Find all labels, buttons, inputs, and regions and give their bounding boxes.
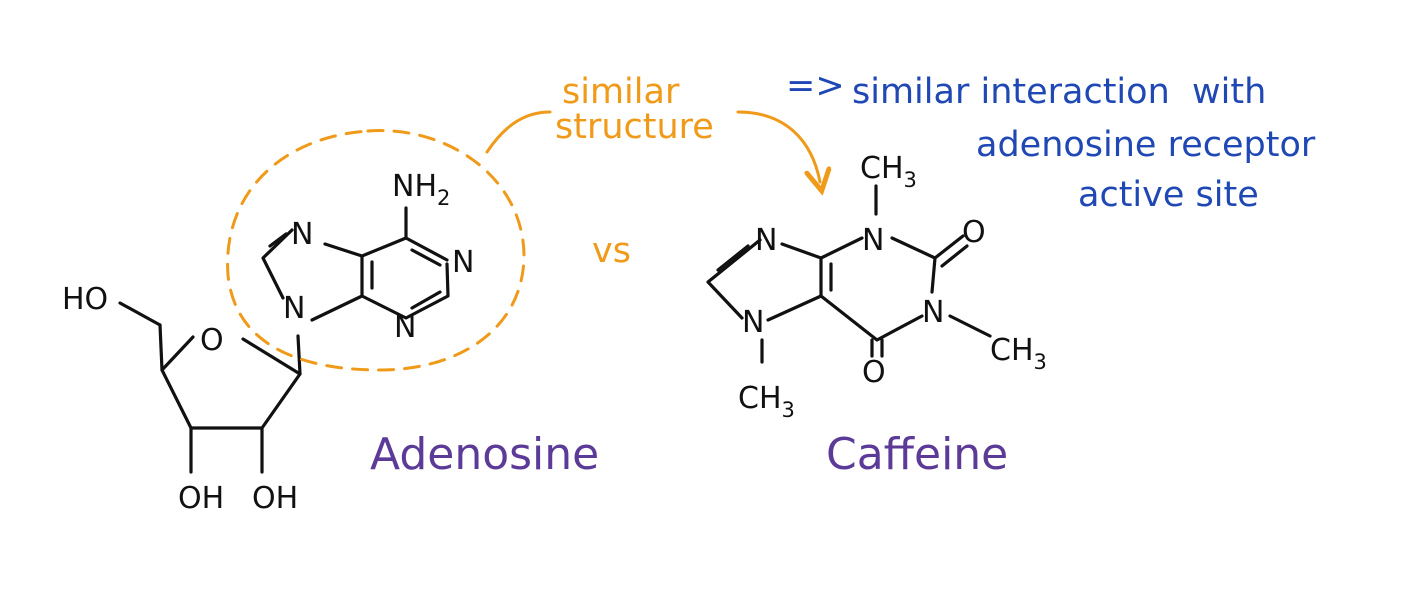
adenosine-n-left: N	[283, 291, 305, 326]
adenosine-nh2-label: NH2	[392, 169, 450, 210]
ribose-bond-ch2	[158, 323, 164, 372]
ribose-bond-ho	[118, 301, 162, 327]
double-bond-imidazole	[268, 232, 288, 248]
adenosine-n-bottom: N	[394, 310, 416, 345]
conclusion-line-2: adenosine receptor	[976, 125, 1316, 165]
caffeine-carbonyl-top-2	[940, 244, 969, 268]
caffeine-o-bottom: O	[862, 355, 886, 390]
caffeine-n-bottom-left: N	[742, 305, 764, 340]
curved-arrow-right	[736, 110, 820, 182]
double-bond-c6n1	[410, 248, 442, 267]
caffeine-ch3-right: CH3	[990, 333, 1047, 374]
double-bond-c2n3	[410, 290, 442, 310]
caffeine-name: Caffeine	[826, 429, 1008, 480]
caffeine-ch3-top: CH3	[860, 151, 917, 192]
adenosine-structure: NH2 N N N N O HO OH OH	[62, 169, 474, 516]
adenine-ring-bonds	[310, 206, 450, 322]
caffeine-double-bond-imidazole	[716, 244, 750, 272]
similar-label: similar	[562, 72, 680, 112]
caffeine-o-top: O	[962, 215, 986, 250]
glycosidic-bond	[296, 334, 302, 376]
caffeine-five-ring-bonds	[706, 238, 823, 322]
caffeine-structure: N N N N O O CH3 CH3 CH3	[706, 151, 1047, 422]
conclusion-line-3: active site	[1078, 175, 1259, 215]
adenosine-n-right: N	[452, 245, 474, 280]
adenosine-oh-2: OH	[252, 481, 298, 516]
implies-arrow-icon: =>	[786, 66, 845, 106]
caffeine-ch3-bottom: CH3	[738, 381, 795, 422]
adenosine-ring-o: O	[200, 323, 224, 358]
caffeine-n-top-right: N	[862, 223, 884, 258]
conclusion-line-1: similar interaction with	[852, 72, 1266, 112]
caffeine-n-right: N	[922, 295, 944, 330]
adenosine-name: Adenosine	[370, 429, 599, 480]
caffeine-methyl-bond-right	[948, 314, 992, 338]
caffeine-n-top-left: N	[755, 223, 777, 258]
structure-label: structure	[555, 107, 714, 147]
adenosine-oh-1: OH	[178, 481, 224, 516]
ribose-ring-bonds	[160, 335, 302, 430]
adenosine-n-top: N	[291, 217, 313, 252]
adenine-highlight-circle	[226, 129, 526, 372]
adenosine-ho: HO	[62, 282, 108, 317]
vs-label: vs	[592, 231, 631, 271]
caffeine-carbonyl-top-1	[933, 234, 965, 260]
imidazole-bonds	[261, 228, 294, 300]
curved-arrow-left	[485, 110, 552, 154]
